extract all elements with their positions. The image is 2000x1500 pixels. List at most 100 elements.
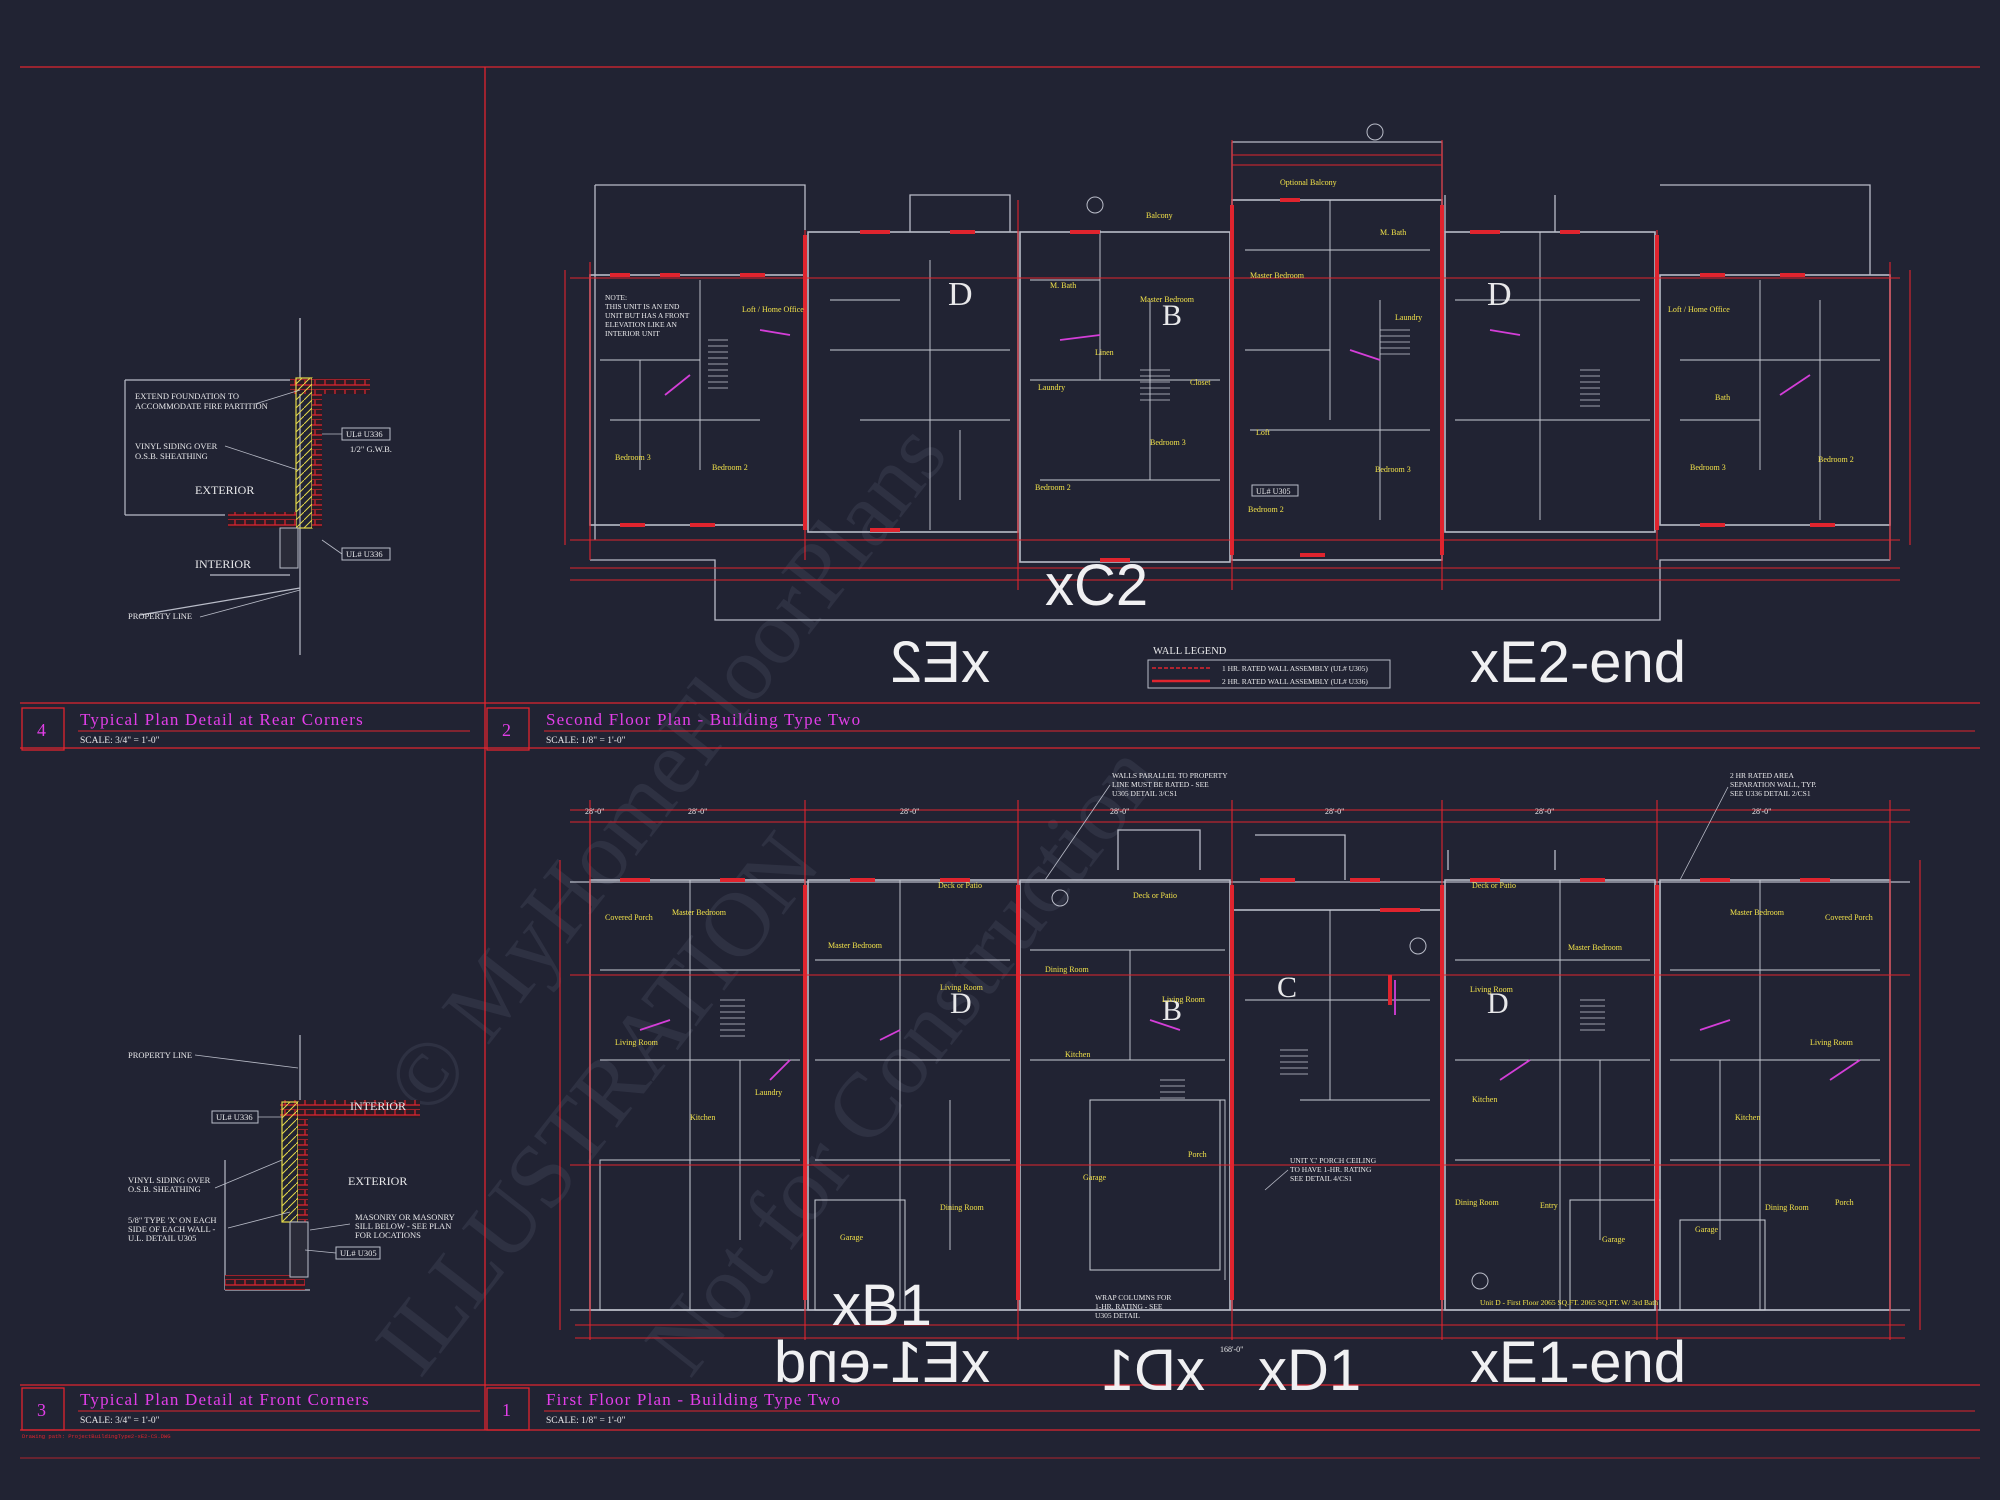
view-scale-1: SCALE: 1/8" = 1'-0" [546, 1416, 626, 1426]
view-title-3: Typical Plan Detail at Front Corners [80, 1390, 370, 1409]
front-masonry-note: MASONRY OR MASONRY [355, 1212, 455, 1222]
first-dim: 28'-0" [1535, 807, 1554, 816]
room-label: Master Bedroom [828, 941, 883, 950]
room-label: Master Bedroom [1568, 943, 1623, 952]
front-type-x-note-3: U.L. DETAIL U305 [128, 1233, 196, 1243]
detail-front-corners: PROPERTY LINE INTERIOR EXTERIOR VINYL SI… [128, 1035, 455, 1291]
first-area-note-2: SEPARATION WALL, TYP. [1730, 780, 1817, 789]
wall-legend-item1: 1 HR. RATED WALL ASSEMBLY (UL# U305) [1222, 664, 1368, 673]
front-vinyl-note: VINYL SIDING OVER [128, 1175, 211, 1185]
first-columns-note: WRAP COLUMNS FOR [1095, 1293, 1171, 1302]
wall-legend-title: WALL LEGEND [1153, 646, 1227, 657]
room-label: Master Bedroom [672, 908, 727, 917]
front-property-line: PROPERTY LINE [128, 1050, 192, 1060]
room-label: Master Bedroom [1730, 908, 1785, 917]
room-label: Laundry [1395, 313, 1422, 322]
room-label: Bedroom 2 [712, 463, 748, 472]
view-number-4: 4 [37, 720, 46, 740]
room-label: Living Room [615, 1038, 659, 1047]
room-label: Balcony [1146, 211, 1173, 220]
title-block-3: 3 Typical Plan Detail at Front Corners S… [21, 1387, 480, 1440]
room-label: Garage [1602, 1235, 1626, 1244]
overlay-xb1: xB1 [832, 1273, 932, 1338]
room-label: Garage [840, 1233, 864, 1242]
rear-vinyl-note: VINYL SIDING OVER [135, 441, 218, 451]
room-label: M. Bath [1050, 281, 1076, 290]
front-ul-bottom: UL# U305 [340, 1248, 377, 1258]
view-title-1: First Floor Plan - Building Type Two [546, 1390, 841, 1409]
second-note-line3: UNIT BUT HAS A FRONT [605, 311, 690, 320]
overlay-xc2: xC2 [1045, 553, 1148, 618]
first-dim: 28'-0" [900, 807, 919, 816]
first-dim: 28'-0" [688, 807, 707, 816]
title-block-2: 2 Second Floor Plan - Building Type Two … [486, 707, 1975, 751]
first-dim: 28'-0" [1752, 807, 1771, 816]
room-label: Porch [1835, 1198, 1854, 1207]
room-label: Garage [1695, 1225, 1719, 1234]
first-wall-note-2: LINE MUST BE RATED - SEE [1112, 780, 1209, 789]
room-label: Covered Porch [1825, 913, 1873, 922]
second-unit-b: B [1162, 299, 1182, 332]
overlay-xe2-end: xE2-end [1470, 630, 1686, 695]
rear-extend-note: EXTEND FOUNDATION TO [135, 391, 239, 401]
room-label: Garage [1083, 1173, 1107, 1182]
room-label: Living Room [1162, 995, 1206, 1004]
front-exterior-label: EXTERIOR [348, 1174, 407, 1188]
room-label: Kitchen [1735, 1113, 1760, 1122]
room-label: Deck or Patio [938, 881, 982, 890]
room-label: Master Bedroom [1140, 295, 1195, 304]
front-type-x-note: 5/8" TYPE 'X' ON EACH [128, 1215, 217, 1225]
room-label: Loft / Home Office [1668, 305, 1730, 314]
rear-vinyl-note-2: O.S.B. SHEATHING [135, 451, 208, 461]
room-label: Closet [1190, 378, 1211, 387]
room-label: Covered Porch [605, 913, 653, 922]
front-interior-label: INTERIOR [350, 1099, 406, 1113]
second-note-line2: THIS UNIT IS AN END [605, 302, 680, 311]
room-label: Linen [1095, 348, 1114, 357]
first-porch-note-2: TO HAVE 1-HR. RATING [1290, 1165, 1372, 1174]
rear-property-line: PROPERTY LINE [128, 611, 192, 621]
first-porch-note-3: SEE DETAIL 4/CS1 [1290, 1174, 1352, 1183]
second-unit-d-left: D [948, 276, 973, 313]
room-label: Bedroom 2 [1035, 483, 1071, 492]
room-label: Dining Room [1455, 1198, 1500, 1207]
room-label: Dining Room [1045, 965, 1090, 974]
view-scale-2: SCALE: 1/8" = 1'-0" [546, 736, 626, 746]
view-title-2: Second Floor Plan - Building Type Two [546, 710, 861, 729]
first-unit-b: B [1162, 994, 1182, 1027]
room-label: M. Bath [1380, 228, 1406, 237]
overlay-xe1-end-mirrored: xE1-end [774, 1330, 990, 1395]
first-overall-dim: 168'-0" [1220, 1345, 1243, 1354]
view-number-1: 1 [502, 1400, 511, 1420]
view-title-4: Typical Plan Detail at Rear Corners [80, 710, 364, 729]
sheet-frame [20, 66, 1980, 1459]
first-columns-note-2: 1-HR. RATING - SEE [1095, 1302, 1163, 1311]
view-number-3: 3 [37, 1400, 46, 1420]
second-note-line5: INTERIOR UNIT [605, 329, 660, 338]
room-label: Loft / Home Office [742, 305, 804, 314]
rear-exterior-label: EXTERIOR [195, 483, 254, 497]
rear-ul-bottom: UL# U336 [346, 549, 383, 559]
view-number-2: 2 [502, 720, 511, 740]
view-scale-4: SCALE: 3/4" = 1'-0" [80, 736, 160, 746]
second-unit-d-right: D [1487, 276, 1512, 313]
front-vinyl-note-2: O.S.B. SHEATHING [128, 1184, 201, 1194]
room-label: Dining Room [940, 1203, 985, 1212]
overlay-xe2-mirrored: xE2 [890, 630, 990, 695]
room-label: Bedroom 3 [615, 453, 651, 462]
first-columns-note-3: U305 DETAIL [1095, 1311, 1140, 1320]
first-unit-d-right: D [1487, 987, 1509, 1020]
room-label: Living Room [1810, 1038, 1854, 1047]
second-ul-tag: UL# U305 [1256, 487, 1290, 496]
first-dim: 28'-0" [1110, 807, 1129, 816]
rear-gwb-note: 1/2" G.W.B. [350, 444, 392, 454]
overlay-xe1-end: xE1-end [1470, 1330, 1686, 1395]
room-label: Living Room [940, 983, 984, 992]
room-label: Living Room [1470, 985, 1514, 994]
first-unit-d-left: D [950, 987, 972, 1020]
rear-interior-label: INTERIOR [195, 557, 251, 571]
room-label: Kitchen [1472, 1095, 1497, 1104]
front-masonry-note-2: SILL BELOW - SEE PLAN [355, 1221, 451, 1231]
room-label: Loft [1256, 428, 1271, 437]
